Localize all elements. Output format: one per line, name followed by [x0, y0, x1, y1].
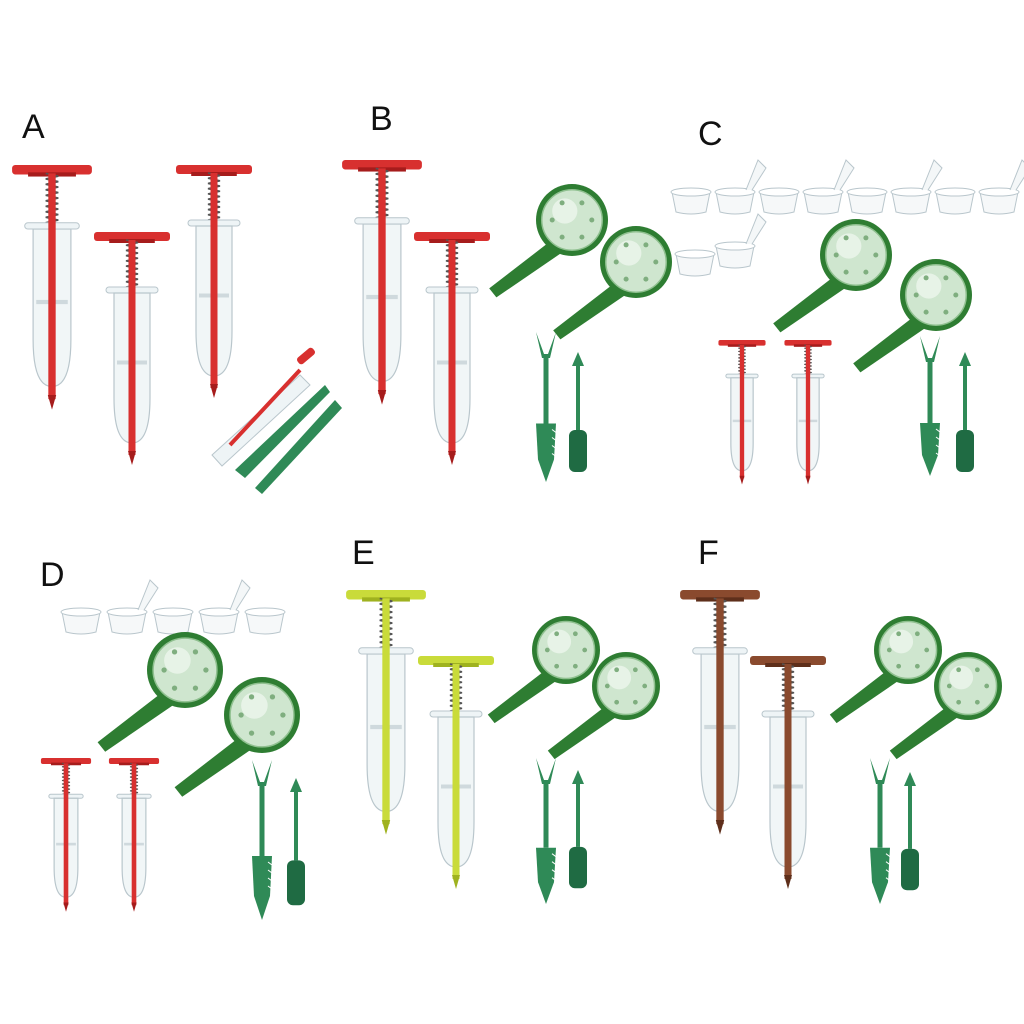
- widger-tool-icon: [252, 760, 273, 920]
- seed-sower-dial-icon: [487, 616, 600, 724]
- seed-sower-dial-icon: [853, 259, 972, 373]
- set-label-a: A: [22, 108, 45, 146]
- dibber-tool-icon: [569, 352, 587, 472]
- dibber-tool-icon: [956, 352, 974, 472]
- seed-dispenser-icon: [342, 160, 422, 405]
- seed-sower-dial-icon: [829, 616, 942, 724]
- seed-dispenser-icon: [94, 232, 170, 465]
- seed-dispenser-icon: [108, 758, 160, 912]
- seed-sower-dial-icon: [174, 677, 300, 797]
- seed-sower-dial-icon: [489, 184, 608, 298]
- seed-sower-dial-icon: [773, 219, 892, 333]
- dibber-tool-icon: [287, 778, 305, 906]
- seed-cup-icon: [198, 579, 251, 635]
- mini-kit-icon: [211, 347, 342, 494]
- seed-dispenser-icon: [12, 165, 92, 410]
- set-label-c: C: [698, 115, 723, 153]
- seed-cup-icon: [714, 213, 767, 269]
- seed-cup-icon: [714, 159, 767, 215]
- seed-dispenser-icon: [718, 340, 766, 485]
- widger-tool-icon: [536, 758, 557, 904]
- seed-dispenser-icon: [414, 232, 490, 465]
- set-label-b: B: [370, 100, 393, 138]
- seed-sower-dial-icon: [553, 226, 672, 340]
- widger-tool-icon: [870, 758, 891, 904]
- set-label-f: F: [698, 534, 719, 572]
- seed-cup-icon: [244, 607, 286, 635]
- seed-cup-icon: [758, 187, 800, 215]
- seed-cup-icon: [674, 249, 716, 277]
- widger-tool-icon: [920, 336, 941, 476]
- set-label-d: D: [40, 556, 65, 594]
- seed-sower-dial-icon: [97, 632, 223, 752]
- seed-cup-icon: [846, 187, 888, 215]
- seed-dispenser-icon: [40, 758, 92, 912]
- seed-sower-dial-icon: [889, 652, 1002, 760]
- seed-dispenser-icon: [418, 656, 494, 889]
- seed-cup-icon: [152, 607, 194, 635]
- seed-cup-icon: [978, 159, 1024, 215]
- seed-dispenser-icon: [750, 656, 826, 889]
- seed-cup-icon: [802, 159, 855, 215]
- seed-cup-icon: [106, 579, 159, 635]
- seed-dispenser-icon: [346, 590, 426, 835]
- set-label-e: E: [352, 534, 375, 572]
- dibber-tool-icon: [901, 772, 919, 891]
- seed-dispenser-icon: [784, 340, 832, 485]
- seed-cup-icon: [934, 187, 976, 215]
- seed-dispenser-icon: [680, 590, 760, 835]
- seed-dispenser-icon: [176, 165, 252, 398]
- seed-cup-icon: [670, 187, 712, 215]
- dibber-tool-icon: [569, 770, 587, 889]
- seed-sower-dial-icon: [547, 652, 660, 760]
- seed-cup-icon: [60, 607, 102, 635]
- widger-tool-icon: [536, 332, 557, 482]
- seed-cup-icon: [890, 159, 943, 215]
